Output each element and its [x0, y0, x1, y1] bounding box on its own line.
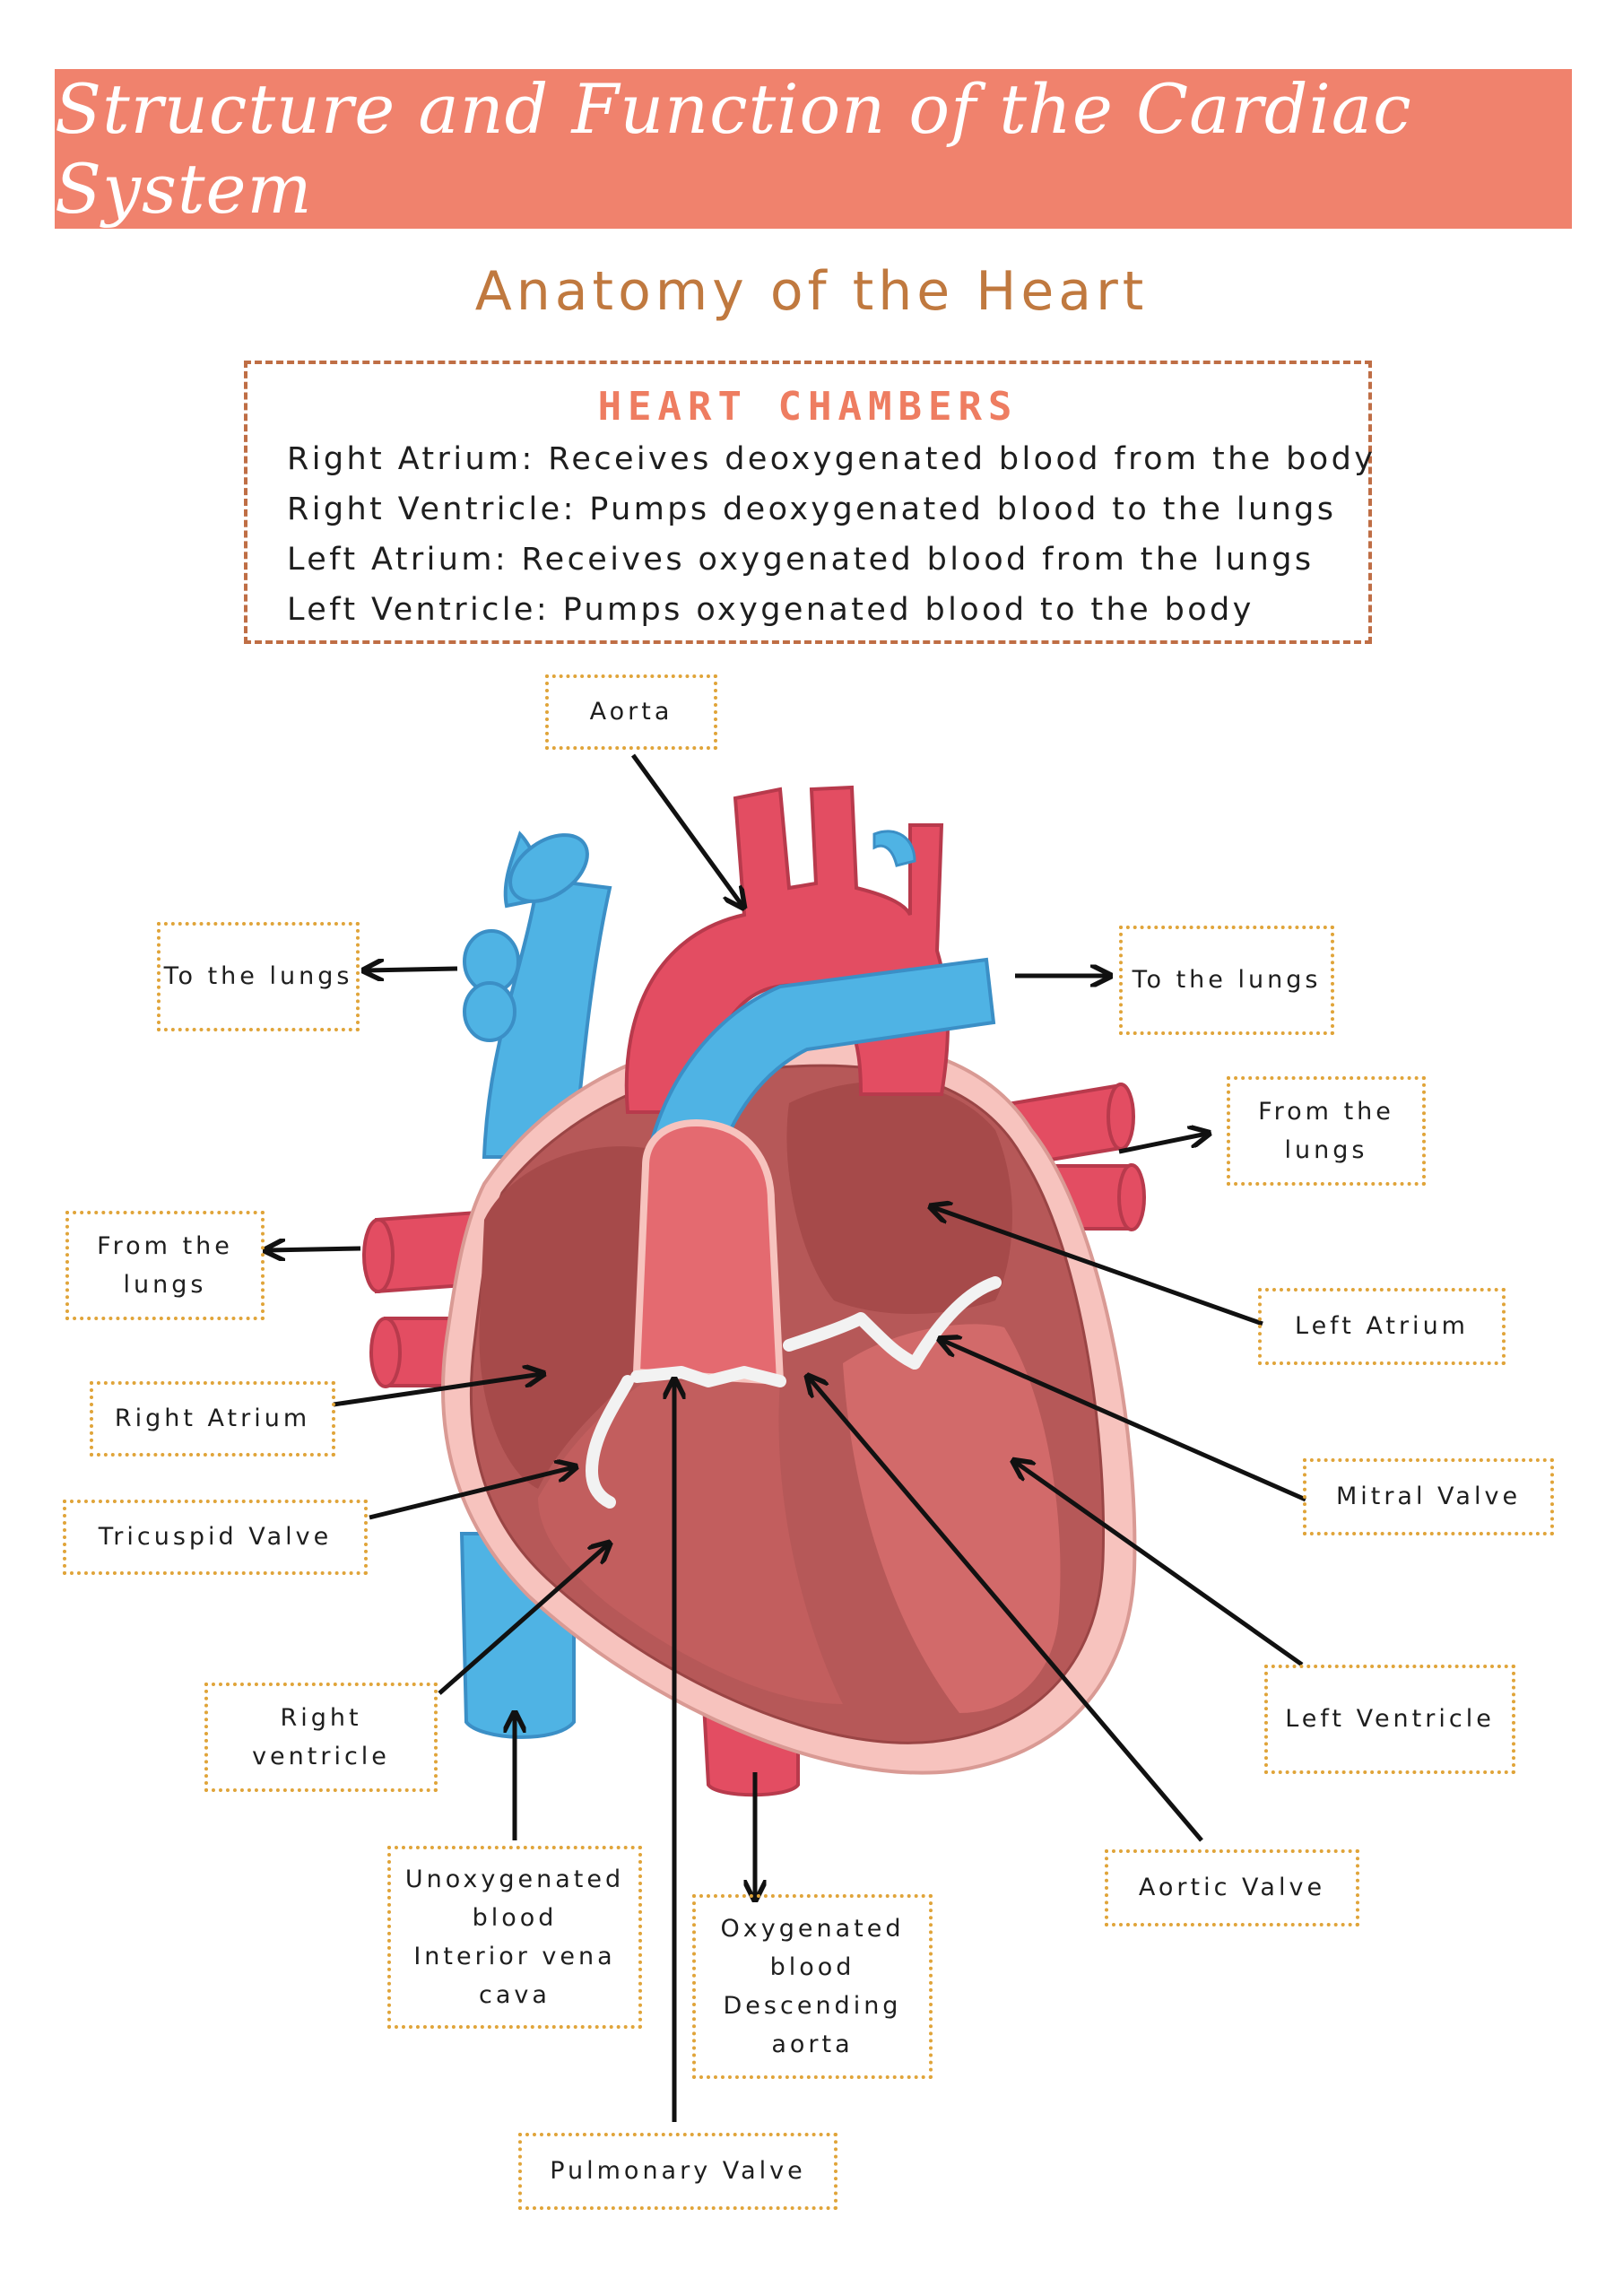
aortic-branch-blue	[872, 830, 916, 867]
label-oxygenated-line2: blood	[769, 1952, 855, 1981]
label-right-atrium: Right Atrium	[90, 1381, 335, 1457]
left-ventricle-chamber	[843, 1324, 1061, 1713]
label-oxygenated-line3: Descending	[723, 1992, 902, 2020]
page-title: Structure and Function of the Cardiac Sy…	[55, 69, 1412, 229]
left-atrium-chamber	[786, 1082, 1012, 1314]
label-tricuspid-valve: Tricuspid Valve	[63, 1500, 368, 1575]
chamber-line-right-ventricle: Right Ventricle: Pumps deoxygenated bloo…	[287, 491, 1337, 527]
right-ventricle-chamber	[538, 1381, 843, 1704]
label-unoxygenated-line1: Unoxygenated	[404, 1865, 625, 1893]
chamber-line-left-ventricle: Left Ventricle: Pumps oxygenated blood t…	[287, 592, 1254, 628]
label-right-ventricle-line1: Right	[280, 1703, 362, 1732]
label-mitral-valve: Mitral Valve	[1303, 1458, 1554, 1535]
label-left-atrium: Left Atrium	[1258, 1288, 1506, 1365]
heart-chambers-heading: HEART CHAMBERS	[597, 384, 1019, 430]
label-to-lungs-right: To the lungs	[1119, 926, 1334, 1035]
label-unoxygenated-line2: blood	[472, 1903, 558, 1932]
label-from-lungs-right-line1: From the	[1258, 1097, 1394, 1126]
label-aortic-valve: Aortic Valve	[1105, 1849, 1359, 1926]
label-unoxygenated-line3: Interior vena	[413, 1943, 616, 1970]
label-right-ventricle-line2: ventricle	[252, 1743, 390, 1770]
label-from-lungs-left-line2: lungs	[123, 1271, 207, 1299]
label-to-lungs-left: To the lungs	[157, 922, 360, 1031]
label-oxygenated-line1: Oxygenated	[720, 1914, 905, 1943]
label-left-ventricle: Left Ventricle	[1264, 1665, 1515, 1774]
label-from-lungs-right-line2: lungs	[1284, 1136, 1368, 1164]
title-banner: Structure and Function of the Cardiac Sy…	[55, 69, 1572, 229]
label-unoxygenated-blood: Unoxygenated blood Interior vena cava	[387, 1846, 642, 2029]
valves	[586, 1276, 1002, 1509]
heart-chambers-box: HEART CHAMBERS Right Atrium: Receives de…	[244, 361, 1373, 644]
pointer-arrows	[267, 753, 1307, 2122]
label-from-lungs-right: From the lungs	[1227, 1076, 1426, 1186]
page-subtitle: Anatomy of the Heart	[474, 260, 1149, 323]
label-unoxygenated-line4: cava	[479, 1981, 551, 2010]
right-atrium-chamber	[479, 1146, 646, 1489]
label-from-lungs-left-line1: From the	[97, 1231, 233, 1260]
ascending-aorta	[632, 1119, 785, 1386]
label-pulmonary-valve: Pulmonary Valve	[518, 2133, 838, 2210]
chamber-line-right-atrium: Right Atrium: Receives deoxygenated bloo…	[287, 441, 1376, 477]
chamber-line-left-atrium: Left Atrium: Receives oxygenated blood f…	[287, 542, 1315, 578]
label-aorta: Aorta	[545, 674, 717, 750]
label-from-lungs-left: From the lungs	[65, 1211, 265, 1320]
label-oxygenated-blood: Oxygenated blood Descending aorta	[692, 1894, 933, 2079]
label-right-ventricle: Right ventricle	[204, 1683, 438, 1792]
label-oxygenated-line4: aorta	[771, 2031, 854, 2059]
